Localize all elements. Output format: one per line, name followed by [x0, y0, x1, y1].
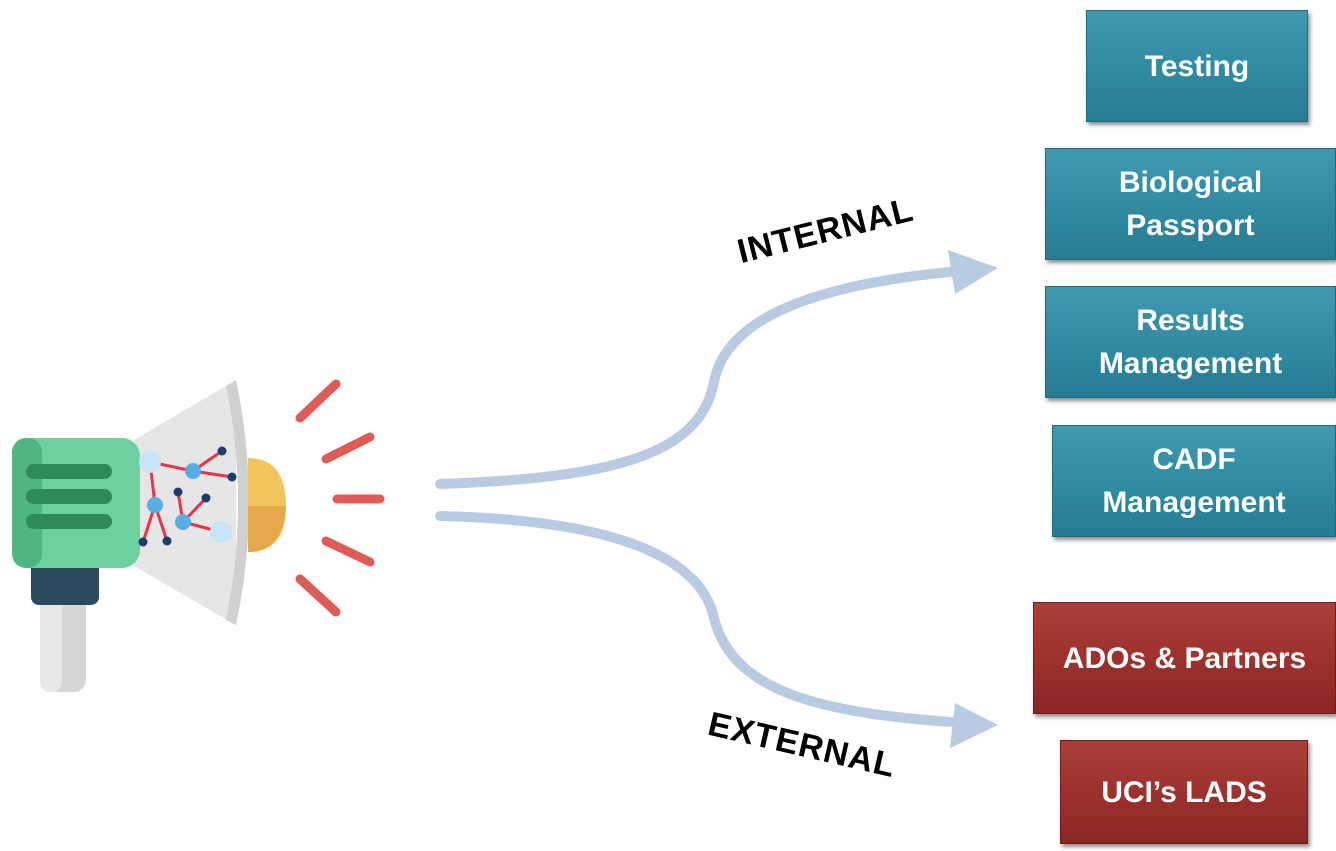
- network-graph-icon: [138, 446, 237, 547]
- internal-arrow: [435, 250, 998, 489]
- megaphone-icon: [12, 380, 286, 692]
- uci-lads-box: UCI’s LADS: [1060, 740, 1308, 844]
- ados-partners-box: ADOs & Partners: [1033, 602, 1336, 714]
- external-arrow: [435, 511, 998, 748]
- biological-passport-box: Biological Passport: [1045, 148, 1336, 260]
- sound-wave-icon: [295, 379, 385, 617]
- cadf-management-box: CADF Management: [1052, 425, 1336, 537]
- results-management-box: Results Management: [1045, 286, 1336, 398]
- testing-box: Testing: [1086, 10, 1308, 122]
